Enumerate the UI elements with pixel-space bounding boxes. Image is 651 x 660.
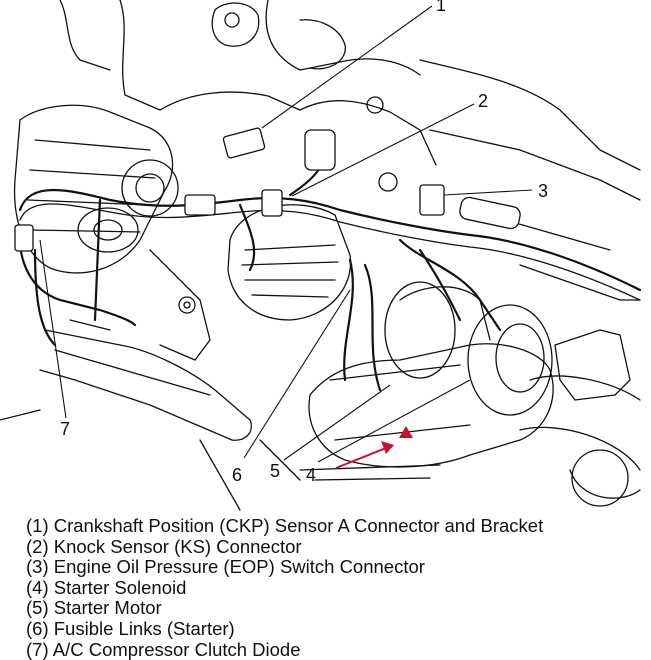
callout-5: 5 [270,461,281,481]
pulley-left [77,207,139,253]
legend-item: (1) Crankshaft Position (CKP) Sensor A C… [26,515,544,536]
leader-7 [39,239,67,419]
legend-item: (3) Engine Oil Pressure (EOP) Switch Con… [26,556,425,578]
leader-3 [443,189,533,196]
main-harness [18,189,642,292]
leader-4 [317,379,471,463]
ckp-connector [222,127,266,159]
diagram-legend: (1) Crankshaft Position (CKP) Sensor A C… [26,515,646,660]
bracket-right [554,329,631,401]
valve-cover-ribs [27,139,156,233]
throttle-body-outline [211,2,346,70]
starter-motor-body [308,343,554,468]
callout-1: 1 [436,0,447,15]
ks-connector [261,189,283,217]
cam-pulley [121,159,179,217]
eop-connector [419,184,445,216]
leader-5 [283,384,391,461]
leader-2 [291,103,475,197]
legend-item: (5) Starter Motor [26,597,162,619]
engine-block-right [419,59,641,301]
callout-3: 3 [538,181,549,201]
intake-manifold-outline [59,0,437,166]
callout-6: 6 [232,465,243,485]
harness-branch-down [18,228,137,327]
leader-6 [243,289,351,459]
eop-switch [459,196,521,230]
legend-item: (6) Fusible Links (Starter) [26,617,235,639]
legend-item: (2) Knock Sensor (KS) Connector [26,535,302,557]
callout-7: 7 [60,419,71,439]
legend-item: (7) A/C Compressor Clutch Diode [26,638,301,660]
starter-solenoid [467,304,553,416]
callout-4: 4 [306,465,317,485]
fusible-link-wires [343,248,462,392]
legend-item: (4) Starter Solenoid [26,576,187,598]
left-cylinder-head [13,104,174,274]
lower-cross-member [39,329,252,441]
leader-1 [261,5,433,129]
callout-2: 2 [478,91,489,111]
red-arrow-annotation [335,426,413,469]
